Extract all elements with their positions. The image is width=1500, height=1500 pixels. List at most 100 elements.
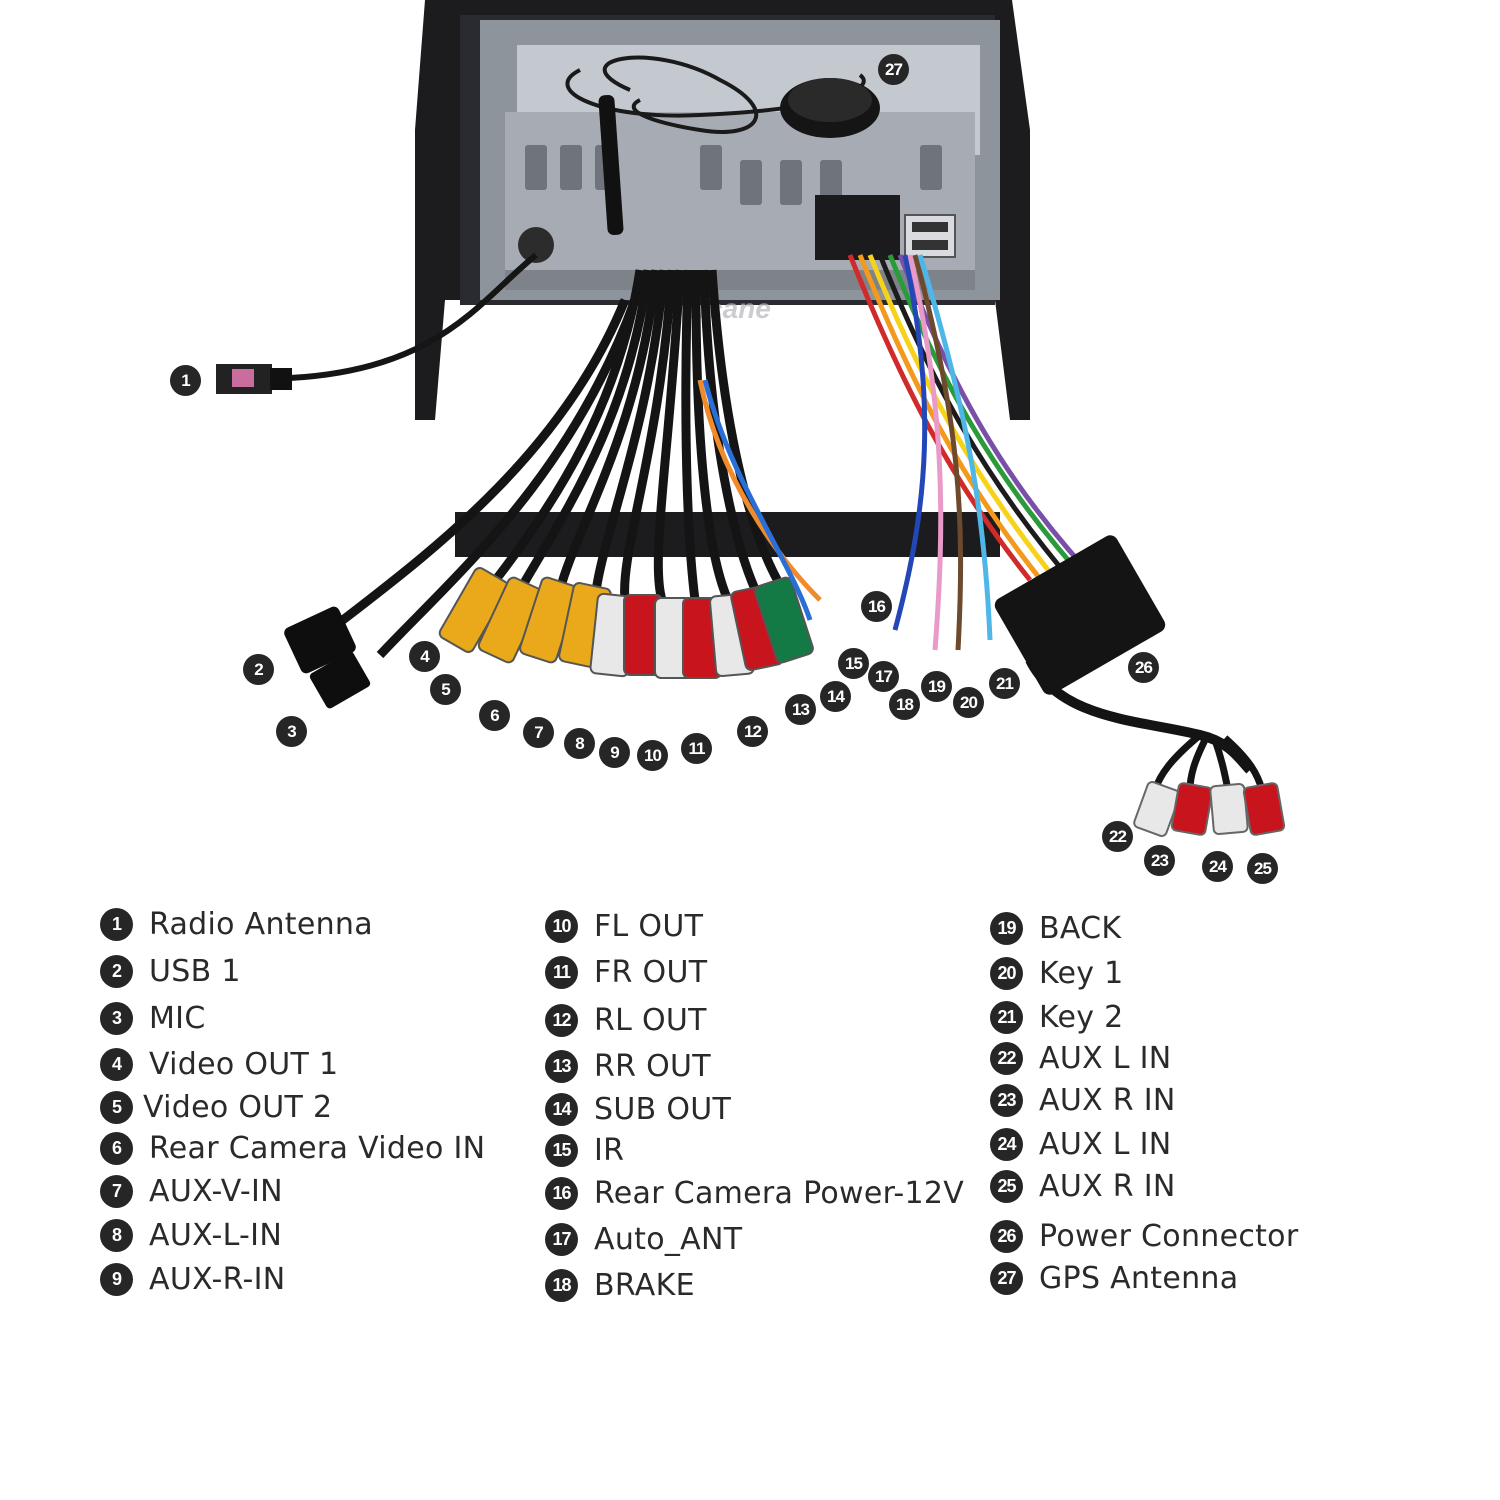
legend-item: 15 IR: [545, 1133, 624, 1168]
legend-number: 22: [990, 1042, 1023, 1075]
legend-label: AUX-R-IN: [149, 1262, 286, 1297]
legend-label: Rear Camera Power-12V: [594, 1176, 965, 1211]
legend-label: Key 2: [1039, 1000, 1124, 1035]
marker-24: 24: [1202, 851, 1233, 882]
legend-number: 27: [990, 1262, 1023, 1295]
legend-number: 19: [990, 912, 1023, 945]
mic-jack: [309, 651, 371, 709]
radio-antenna-cable: [216, 252, 538, 394]
legend-label: AUX R IN: [1039, 1169, 1176, 1204]
head-unit-frame: Seicane: [415, 0, 1030, 557]
marker-6: 6: [479, 700, 510, 731]
legend-number: 12: [545, 1004, 578, 1037]
marker-27: 27: [878, 54, 909, 85]
legend-label: Video OUT 2: [143, 1090, 333, 1125]
legend-number: 15: [545, 1134, 578, 1167]
gps-antenna-puck: [565, 55, 880, 138]
legend-item: 13 RR OUT: [545, 1049, 711, 1084]
marker-25: 25: [1247, 853, 1278, 884]
legend-label: Auto_ANT: [594, 1222, 743, 1257]
legend-label: FR OUT: [594, 955, 708, 990]
marker-5: 5: [430, 674, 461, 705]
legend-number: 6: [100, 1132, 133, 1165]
legend-label: USB 1: [149, 954, 241, 989]
legend-number: 3: [100, 1002, 133, 1035]
legend-label: IR: [594, 1133, 625, 1168]
marker-14: 14: [820, 681, 851, 712]
usb-connector: [284, 606, 356, 674]
marker-19: 19: [921, 671, 952, 702]
legend-item: 14 SUB OUT: [545, 1092, 731, 1127]
legend-number: 1: [100, 908, 133, 941]
legend-item: 25 AUX R IN: [990, 1169, 1176, 1204]
legend-label: AUX R IN: [1039, 1083, 1176, 1118]
legend-number: 11: [545, 956, 578, 989]
legend-label: Rear Camera Video IN: [149, 1131, 486, 1166]
rca-harness: [327, 269, 794, 659]
legend-label: Radio Antenna: [149, 907, 373, 942]
legend-item: 6 Rear Camera Video IN: [100, 1131, 485, 1166]
legend-number: 13: [545, 1050, 578, 1083]
marker-26: 26: [1128, 652, 1159, 683]
marker-8: 8: [564, 728, 595, 759]
legend-number: 14: [545, 1093, 578, 1126]
marker-15: 15: [838, 648, 869, 679]
marker-1: 1: [170, 365, 201, 396]
marker-2: 2: [243, 654, 274, 685]
legend-number: 20: [990, 957, 1023, 990]
legend-label: BRAKE: [594, 1268, 695, 1303]
legend-number: 18: [545, 1269, 578, 1302]
legend-number: 2: [100, 955, 133, 988]
legend-number: 21: [990, 1001, 1023, 1034]
marker-10: 10: [637, 740, 668, 771]
legend-label: RR OUT: [594, 1049, 711, 1084]
marker-3: 3: [276, 716, 307, 747]
legend-item: 18 BRAKE: [545, 1268, 695, 1303]
power-harness: [697, 254, 1107, 651]
legend-number: 8: [100, 1219, 133, 1252]
legend-label: SUB OUT: [594, 1092, 732, 1127]
legend-number: 25: [990, 1170, 1023, 1203]
rca-plugs: [438, 567, 814, 679]
legend-label: MIC: [149, 1001, 206, 1036]
legend-label: Video OUT 1: [149, 1047, 339, 1082]
legend-item: 16 Rear Camera Power-12V: [545, 1176, 964, 1211]
marker-23: 23: [1144, 845, 1175, 876]
marker-13: 13: [785, 694, 816, 725]
legend-number: 10: [545, 910, 578, 943]
marker-18: 18: [889, 689, 920, 720]
legend-item: 1 Radio Antenna: [100, 907, 373, 942]
marker-9: 9: [599, 737, 630, 768]
legend-number: 7: [100, 1175, 133, 1208]
legend-label: Key 1: [1039, 956, 1124, 991]
legend-label: AUX-V-IN: [149, 1174, 283, 1209]
legend-item: 3 MIC: [100, 1001, 206, 1036]
aux-cable: [1025, 657, 1286, 837]
legend-item: 20 Key 1: [990, 956, 1124, 991]
legend-item: 2 USB 1: [100, 954, 241, 989]
marker-21: 21: [989, 668, 1020, 699]
marker-17: 17: [868, 661, 899, 692]
marker-20: 20: [953, 687, 984, 718]
legend-item: 11 FR OUT: [545, 955, 707, 990]
legend-label: Power Connector: [1039, 1219, 1299, 1254]
legend-number: 16: [545, 1177, 578, 1210]
legend-label: AUX L IN: [1039, 1127, 1172, 1162]
marker-11: 11: [681, 733, 712, 764]
power-connector: [994, 535, 1166, 695]
marker-22: 22: [1102, 821, 1133, 852]
marker-4: 4: [409, 641, 440, 672]
legend-number: 24: [990, 1128, 1023, 1161]
